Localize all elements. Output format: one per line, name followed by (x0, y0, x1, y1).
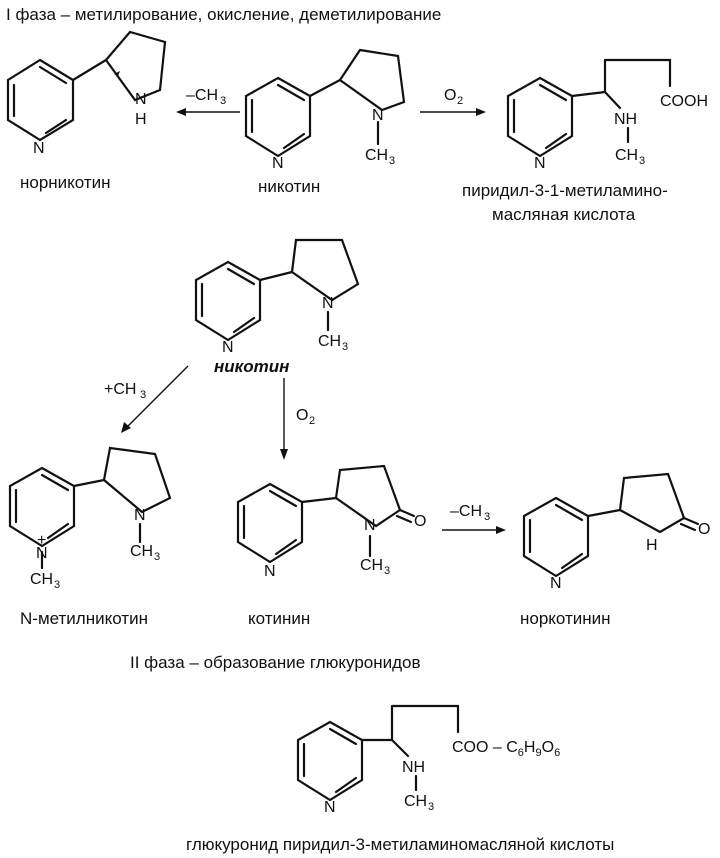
svg-text:3: 3 (384, 565, 390, 577)
n-methylnicotine-plus: + (37, 532, 46, 549)
cotinine-N-ring: N (364, 517, 376, 534)
nicotine-mid-N-ring: N (322, 295, 334, 312)
nicotine-top-structure (244, 48, 406, 158)
svg-text:3: 3 (342, 341, 348, 353)
phase2-title: II фаза – образование глюкуронидов (130, 653, 421, 672)
phase1-title: I фаза – метилирование, окисление, демет… (6, 5, 441, 24)
nicotine-top-CH: CH (365, 147, 388, 164)
nornicotine-N-ring: N (135, 91, 147, 108)
nicotine-top-N: N (272, 155, 284, 172)
nornicotine-structure (6, 30, 167, 142)
svg-text:3: 3 (484, 511, 490, 523)
nornicotine-N: N (33, 140, 45, 157)
nicotine-top-label: никотин (258, 177, 320, 196)
norcotinine-N: N (550, 575, 562, 592)
pyridyl-acid-label-1: пиридил-3-1-метиламино- (462, 181, 668, 200)
n-methylnicotine-label: N-метилникотин (20, 609, 148, 628)
norcotinine-NH: H (646, 537, 658, 554)
pyridyl-acid-CH: CH (615, 147, 638, 164)
nornicotine-label: норникотин (20, 173, 111, 192)
svg-text:3: 3 (639, 155, 645, 167)
norcotinine-structure (522, 472, 700, 578)
n-methylnicotine-CH-ring: CH (130, 543, 153, 560)
n-methylnicotine-CH: CH (30, 571, 53, 588)
reagent-minus-ch3-1: –CH (186, 87, 218, 104)
nicotine-top-N-ring: N (372, 107, 384, 124)
glucuronide-NH: NH (402, 759, 425, 776)
svg-text:3: 3 (428, 801, 434, 813)
glucuronide-structure (296, 704, 460, 802)
svg-text:3: 3 (389, 155, 395, 167)
n-methylnicotine-structure (8, 446, 172, 570)
reagent-o2-2: O (296, 407, 308, 424)
cotinine-structure (236, 464, 416, 564)
nornicotine-H: H (135, 111, 147, 128)
glucuronide-N: N (324, 799, 336, 816)
reagent-o2-1: O (444, 87, 456, 104)
n-methylnicotine-N: N (36, 545, 48, 562)
cotinine-O: O (414, 513, 426, 530)
svg-text:2: 2 (309, 415, 315, 427)
nicotine-mid-structure (194, 238, 360, 342)
glucuronide-COO: COO – C6H9O6 (452, 739, 560, 759)
cotinine-label: котинин (248, 609, 310, 628)
pyridyl-acid-N: N (534, 155, 546, 172)
nicotine-mid-label: никотин (214, 357, 289, 376)
n-methylnicotine-N-ring: N (134, 507, 146, 524)
norcotinine-label: норкотинин (520, 609, 611, 628)
svg-text:2: 2 (457, 95, 463, 107)
svg-text:3: 3 (220, 95, 226, 107)
glucuronide-CH: CH (404, 793, 427, 810)
norcotinine-O: O (698, 521, 710, 538)
svg-text:3: 3 (154, 551, 160, 563)
nicotine-mid-CH: CH (318, 333, 341, 350)
pyridyl-acid-label-2: масляная кислота (492, 205, 636, 224)
pyridyl-acid-structure (506, 58, 672, 158)
reagent-minus-ch3-2: –CH (450, 503, 482, 520)
arrow-methylation (125, 365, 189, 429)
svg-text:3: 3 (140, 389, 146, 401)
cotinine-CH: CH (360, 557, 383, 574)
glucuronide-label: глюкуронид пиридил-3-метиламиномасляной … (186, 835, 614, 854)
svg-text:3: 3 (54, 579, 60, 591)
nicotine-mid-N: N (222, 339, 234, 356)
reagent-plus-ch3: +CH (104, 381, 136, 398)
cotinine-N: N (264, 563, 276, 580)
pyridyl-acid-NH: NH (614, 111, 637, 128)
pyridyl-acid-COOH: COOH (660, 93, 708, 110)
